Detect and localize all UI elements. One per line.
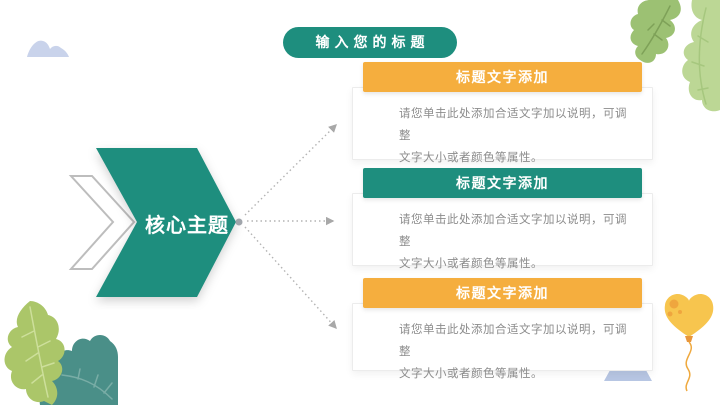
content-card: 标题文字添加 请您单击此处添加合适文字加以说明，可调整 文字大小或者颜色等属性。: [352, 62, 653, 164]
card-body-text: 请您单击此处添加合适文字加以说明，可调整 文字大小或者颜色等属性。: [352, 303, 653, 380]
card-body-text: 请您单击此处添加合适文字加以说明，可调整 文字大小或者颜色等属性。: [352, 87, 653, 164]
outline-chevron-icon: [68, 175, 136, 270]
cloud-icon: [27, 40, 69, 57]
card-body-text: 请您单击此处添加合适文字加以说明，可调整 文字大小或者颜色等属性。: [352, 193, 653, 270]
connector-top: [244, 124, 337, 216]
content-card: 标题文字添加 请您单击此处添加合适文字加以说明，可调整 文字大小或者颜色等属性。: [352, 168, 653, 270]
card-header: 标题文字添加: [363, 62, 642, 92]
connector-arrows: [244, 124, 337, 330]
slide-title: 输入您的标题: [283, 27, 457, 58]
connector-bottom: [244, 226, 337, 330]
core-topic-label: 核心主题: [145, 215, 229, 237]
arrow-tip-dot: [235, 218, 243, 226]
heart-balloon-icon: [664, 293, 714, 392]
card-header: 标题文字添加: [363, 168, 642, 198]
core-topic-arrow: [68, 148, 243, 297]
teal-arrow-icon: [96, 148, 236, 297]
content-card: 标题文字添加 请您单击此处添加合适文字加以说明，可调整 文字大小或者颜色等属性。: [352, 278, 653, 380]
card-header: 标题文字添加: [363, 278, 642, 308]
